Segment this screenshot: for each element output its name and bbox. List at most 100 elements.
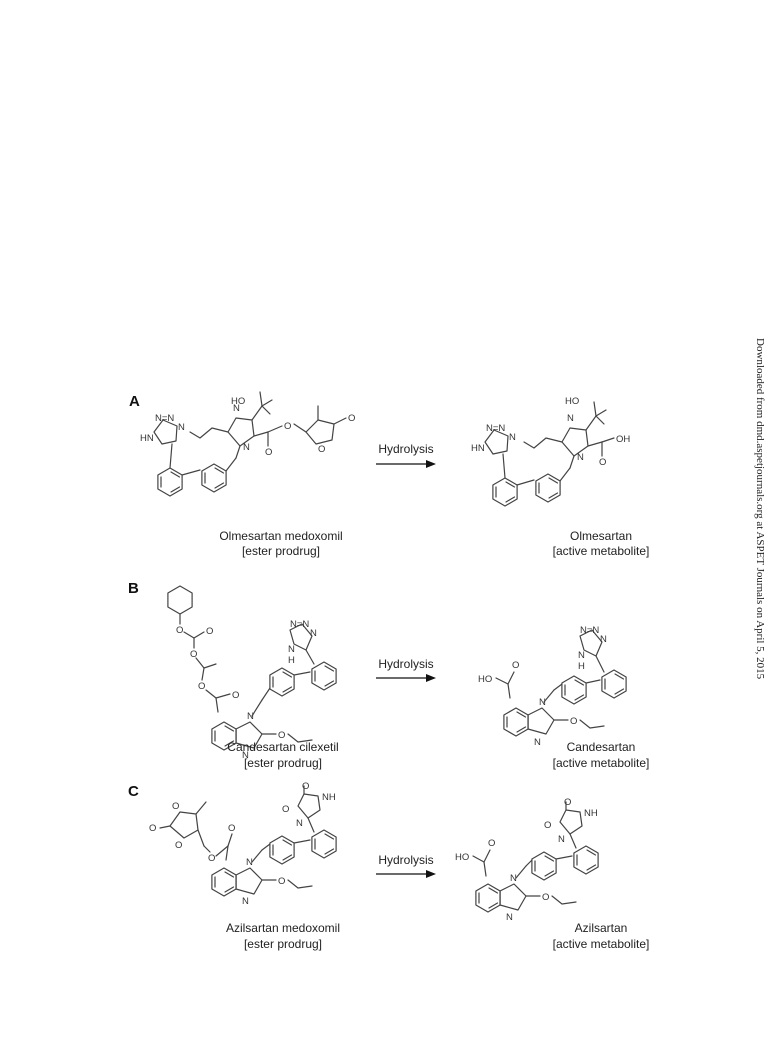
metabolite-name: Candesartan (567, 740, 636, 754)
atom-label: O (176, 625, 183, 636)
benzene-ring (503, 707, 529, 737)
atom-label: O (190, 649, 197, 660)
olmesartan-structure: N=N N HN N N HO O OH (471, 396, 630, 507)
candesartan-structure: HO O N N O N=N N N H (478, 625, 627, 748)
benzene-ring (201, 463, 227, 493)
atom-label: O (198, 681, 205, 692)
atom-label: O (599, 457, 606, 468)
atom-label: O (570, 716, 577, 727)
atom-label: O (172, 801, 179, 812)
benzene-ring (601, 669, 627, 699)
atom-label: H (578, 661, 585, 672)
atom-label: HN (140, 433, 154, 444)
reaction-label: Hydrolysis (378, 442, 433, 456)
benzene-ring (269, 667, 295, 697)
prodrug-name: Azilsartan medoxomil (226, 921, 340, 935)
atom-label: O (512, 660, 519, 671)
prodrug-tag: [ester prodrug] (244, 756, 322, 770)
atom-label: HO (231, 396, 245, 407)
atom-label: N (506, 912, 513, 923)
benzene-ring (475, 883, 501, 913)
atom-label: N (233, 403, 240, 414)
panel-a: A N=N N HN N N HO (129, 391, 649, 558)
atom-label: NH (584, 808, 598, 819)
atom-label: N (567, 413, 574, 424)
atom-label: O (488, 838, 495, 849)
panel-letter-b: B (128, 580, 139, 597)
olmesartan-medoxomil-structure: N=N N HN N N HO O (140, 391, 355, 497)
panel-letter-a: A (129, 393, 140, 410)
benzene-ring (157, 467, 183, 497)
atom-label: N=N (155, 413, 174, 424)
atom-label: O (228, 823, 235, 834)
metabolite-name: Azilsartan (575, 921, 628, 935)
atom-label: N (534, 737, 541, 748)
atom-label: O (544, 820, 551, 831)
atom-label: O (175, 840, 182, 851)
atom-label: H (288, 655, 295, 666)
atom-label: O (282, 804, 289, 815)
arrow-head (426, 674, 436, 682)
cyclohexane-ring (167, 585, 193, 615)
atom-label: HO (478, 674, 492, 685)
atom-label: O (232, 690, 239, 701)
atom-label: N (247, 711, 254, 722)
atom-label: N (288, 644, 295, 655)
benzene-ring (311, 661, 337, 691)
atom-label: N (296, 818, 303, 829)
atom-label: N=N (486, 423, 505, 434)
atom-label: O (206, 626, 213, 637)
atom-label: N (578, 650, 585, 661)
prodrug-name: Olmesartan medoxomil (219, 529, 342, 543)
atom-label: O (564, 797, 571, 808)
metabolite-tag: [active metabolite] (553, 756, 650, 770)
atom-label: N (310, 628, 317, 639)
benzene-ring (269, 835, 295, 865)
atom-label: N (242, 750, 249, 761)
prodrug-tag: [ester prodrug] (244, 937, 322, 951)
benzene-ring (531, 851, 557, 881)
atom-label: N (558, 834, 565, 845)
atom-label: O (348, 413, 355, 424)
atom-label: N (246, 857, 253, 868)
atom-label: OH (616, 434, 630, 445)
atom-label: HO (565, 396, 579, 407)
atom-label: N (242, 896, 249, 907)
metabolite-tag: [active metabolite] (553, 937, 650, 951)
atom-label: O (302, 781, 309, 792)
atom-label: N (509, 432, 516, 443)
benzene-ring (311, 829, 337, 859)
benzene-ring (573, 845, 599, 875)
azilsartan-structure: HO O N N O O NH O N (455, 797, 599, 923)
arrow-head (426, 460, 436, 468)
atom-label: N=N (290, 619, 309, 630)
atom-label: N (243, 442, 250, 453)
atom-label: N=N (580, 625, 599, 636)
candesartan-cilexetil-structure: O O O O O N N O (167, 585, 337, 761)
reaction-label: Hydrolysis (378, 657, 433, 671)
arrow-head (426, 870, 436, 878)
atom-label: O (278, 876, 285, 887)
atom-label: N (577, 452, 584, 463)
atom-label: N (539, 697, 546, 708)
atom-label: O (208, 853, 215, 864)
prodrug-name: Candesartan cilexetil (227, 740, 338, 754)
atom-label: HO (455, 852, 469, 863)
benzene-ring (561, 675, 587, 705)
atom-label: NH (322, 792, 336, 803)
azilsartan-medoxomil-structure: O O O O O N N O O (149, 781, 337, 907)
atom-label: O (318, 444, 325, 455)
atom-label: N (510, 873, 517, 884)
panel-b: B O O O O O N N O (128, 580, 649, 770)
benzene-ring (211, 867, 237, 897)
prodrug-tag: [ester prodrug] (242, 544, 320, 558)
atom-label: O (265, 447, 272, 458)
atom-label: N (178, 422, 185, 433)
atom-label: O (284, 421, 291, 432)
benzene-ring (535, 473, 561, 503)
panel-letter-c: C (128, 783, 139, 800)
atom-label: HN (471, 443, 485, 454)
atom-label: O (149, 823, 156, 834)
panel-c: C O O O O O N N O (128, 781, 649, 951)
